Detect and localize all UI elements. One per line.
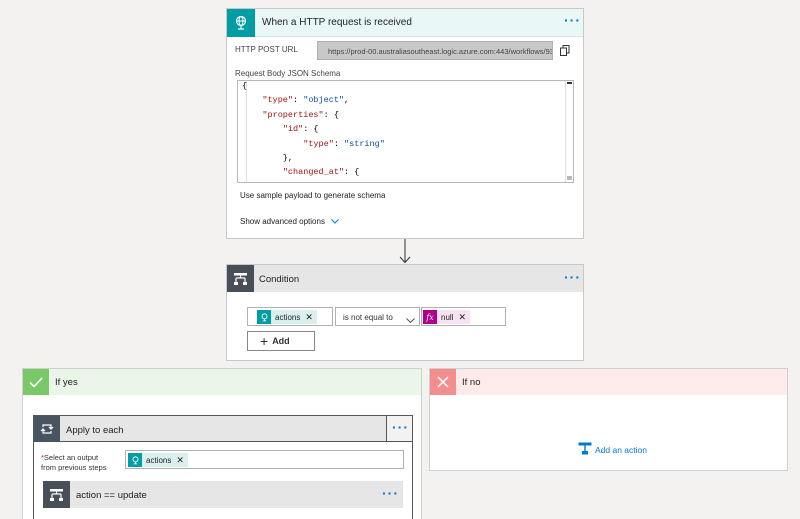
http-request-icon xyxy=(128,453,142,467)
select-output-line2: from previous steps xyxy=(41,462,107,472)
token-label: actions xyxy=(146,455,172,465)
editor-gutter xyxy=(238,81,247,182)
nested-condition-title: action == update xyxy=(76,490,147,501)
condition-left-operand[interactable]: actions ✕ xyxy=(247,307,333,326)
schema-code-line: "type": "object", xyxy=(262,95,350,106)
apply-to-each-card: Apply to each ··· *Select an output from… xyxy=(33,415,413,519)
editor-scrollbar[interactable] xyxy=(565,81,573,182)
condition-title: Condition xyxy=(259,274,300,285)
chevron-down-icon xyxy=(331,217,339,226)
schema-editor[interactable]: { "type": "object", "properties": { "id"… xyxy=(237,80,574,183)
fx-icon: fx xyxy=(423,310,437,324)
plus-icon: + xyxy=(260,333,269,349)
http-request-icon xyxy=(227,9,255,37)
close-icon xyxy=(430,369,456,395)
trigger-title: When a HTTP request is received xyxy=(262,17,412,28)
trigger-header[interactable]: When a HTTP request is received ··· xyxy=(227,9,583,37)
token-label: null xyxy=(441,312,454,322)
null-token[interactable]: fx null ✕ xyxy=(423,310,470,324)
operator-value: is not equal to xyxy=(343,313,393,322)
if-no-header[interactable]: If no xyxy=(430,369,787,395)
if-no-branch: If no Add an action xyxy=(429,368,788,471)
schema-code-line: "properties": { xyxy=(262,109,339,120)
schema-code-line: { xyxy=(242,81,248,91)
connector-arrow xyxy=(399,239,411,264)
apply-to-each-header[interactable]: Apply to each ··· xyxy=(34,416,412,442)
condition-icon xyxy=(43,481,70,508)
http-trigger-card: When a HTTP request is received ··· HTTP… xyxy=(226,8,584,239)
check-icon xyxy=(23,369,49,395)
if-yes-header[interactable]: If yes xyxy=(23,369,421,395)
nested-condition-card[interactable]: action == update ··· xyxy=(43,481,403,508)
copy-icon[interactable] xyxy=(559,44,571,56)
loop-icon xyxy=(34,416,60,442)
condition-right-operand[interactable]: fx null ✕ xyxy=(421,307,506,326)
remove-token-icon[interactable]: ✕ xyxy=(458,311,466,322)
actions-token[interactable]: actions ✕ xyxy=(128,453,188,467)
condition-menu-button[interactable]: ··· xyxy=(564,269,581,285)
apply-to-each-menu-button[interactable]: ··· xyxy=(392,419,409,435)
schema-code-line: "type": "string" xyxy=(242,180,385,183)
schema-code-line: }, xyxy=(242,153,294,164)
condition-header[interactable]: Condition ··· xyxy=(227,265,583,292)
if-no-title: If no xyxy=(462,377,481,388)
condition-icon xyxy=(227,265,254,292)
chevron-down-icon xyxy=(406,315,415,325)
condition-card: Condition ··· actions ✕ is not equal to … xyxy=(226,264,584,361)
select-output-input[interactable]: actions ✕ xyxy=(125,450,404,469)
if-yes-title: If yes xyxy=(55,377,78,388)
schema-code: { "type": "object", "properties": { "id"… xyxy=(242,81,385,183)
add-action-icon xyxy=(578,442,592,457)
actions-token[interactable]: actions ✕ xyxy=(257,310,317,324)
add-label: Add xyxy=(272,336,290,346)
sample-payload-link[interactable]: Use sample payload to generate schema xyxy=(240,191,386,200)
advanced-options-toggle[interactable]: Show advanced options xyxy=(240,217,339,226)
advanced-options-label: Show advanced options xyxy=(240,217,325,226)
add-button[interactable]: + Add xyxy=(247,331,315,351)
schema-code-line: "type": "string" xyxy=(303,138,385,149)
add-action-label: Add an action xyxy=(595,444,647,455)
if-yes-branch: If yes Apply to each ··· *Select an outp… xyxy=(22,368,422,519)
trigger-menu-button[interactable]: ··· xyxy=(564,12,581,28)
url-label: HTTP POST URL xyxy=(235,45,298,54)
schema-code-line: "id": { xyxy=(282,124,319,135)
apply-to-each-title: Apply to each xyxy=(66,425,124,436)
select-output-line1: Select an output xyxy=(43,453,99,462)
schema-label: Request Body JSON Schema xyxy=(235,69,341,78)
remove-token-icon[interactable]: ✕ xyxy=(176,454,184,465)
nested-condition-menu-button[interactable]: ··· xyxy=(382,485,399,501)
remove-token-icon[interactable]: ✕ xyxy=(305,311,313,322)
operator-dropdown[interactable]: is not equal to xyxy=(335,307,420,326)
select-output-label: *Select an output from previous steps xyxy=(41,453,107,472)
schema-code-line: "changed_at": { xyxy=(282,167,360,178)
apply-to-each-menu-area: ··· xyxy=(386,416,412,441)
add-action-button[interactable]: Add an action xyxy=(578,442,647,457)
http-request-icon xyxy=(257,310,271,324)
url-field[interactable]: https://prod-00.australiasoutheast.logic… xyxy=(317,41,553,60)
token-label: actions xyxy=(275,312,301,322)
url-value: https://prod-00.australiasoutheast.logic… xyxy=(328,47,553,56)
